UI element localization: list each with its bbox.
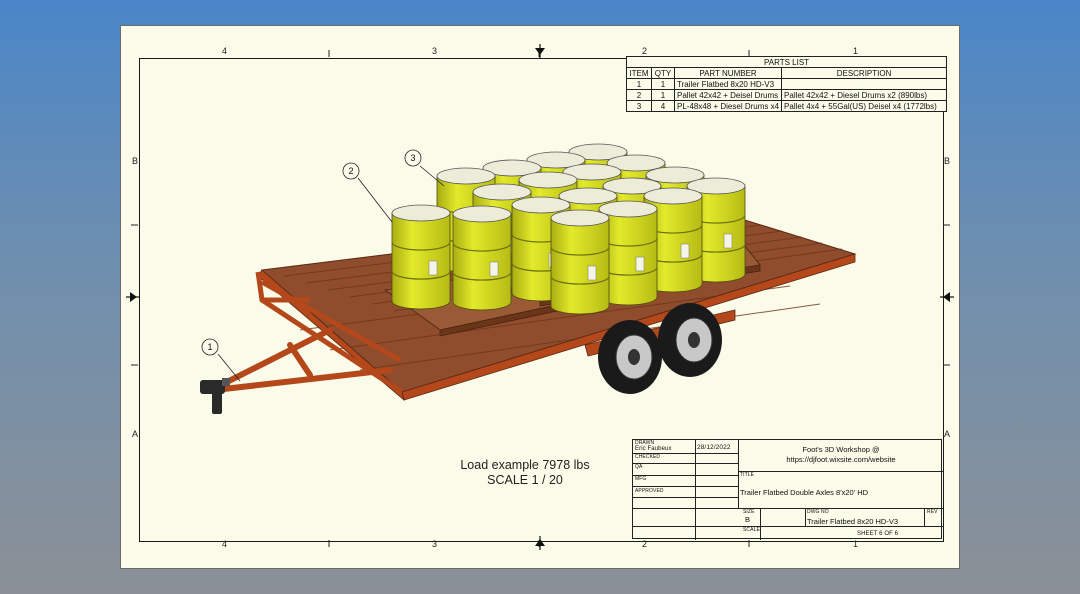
zone-label-right-a: A	[944, 429, 951, 439]
dwg-no-label: DWG NO	[807, 509, 829, 515]
company-website: https://djfoot.wixsite.com/website	[786, 455, 896, 464]
balloon-3: 3	[404, 149, 422, 167]
title-block: DRAWN Eric Faubeux 28/12/2022 CHECKED QA…	[632, 439, 943, 540]
zone-label-top-3: 3	[432, 46, 438, 56]
parts-cell: Pallet 42x42 + Diesel Drums x2 (890lbs)	[781, 89, 948, 101]
parts-cell	[781, 78, 948, 90]
sheet-number: SHEET 6 OF 6	[857, 531, 899, 537]
parts-cell: PL-48x48 + Diesel Drums x4	[673, 100, 783, 112]
approved-label: APPROVED	[635, 488, 664, 494]
load-note-scale: SCALE 1 / 20	[487, 473, 563, 487]
diesel-drums	[391, 143, 746, 315]
zone-label-left-b: B	[132, 156, 139, 166]
zone-label-bottom-2: 2	[642, 539, 648, 549]
trailer-wheels	[598, 303, 722, 394]
parts-cell: 1	[651, 89, 675, 101]
balloon-2-label: 2	[348, 166, 353, 176]
parts-cell: Trailer Flatbed 8x20 HD-V3	[673, 78, 783, 90]
title-label: TITLE	[740, 472, 755, 478]
drawn-by: Eric Faubeux	[635, 446, 672, 452]
balloon-1: 1	[201, 338, 219, 356]
parts-cell: 4	[651, 100, 675, 112]
parts-list-title: PARTS LIST	[625, 56, 948, 68]
centering-marks	[126, 44, 954, 550]
table-row: 3 4 PL-48x48 + Diesel Drums x4 Pallet 4x…	[626, 100, 948, 112]
zone-label-left-a: A	[132, 429, 139, 439]
drum	[643, 187, 703, 293]
zone-label-bottom-3: 3	[432, 539, 438, 549]
rev-label: REV	[927, 509, 938, 515]
trailer-front-rail	[255, 271, 404, 395]
parts-header-part-number: PART NUMBER	[673, 67, 783, 79]
parts-header-item: ITEM	[626, 67, 652, 79]
drum	[550, 209, 610, 315]
parts-cell: Pallet 42x42 + Deisel Drums	[673, 89, 783, 101]
drawn-date: 28/12/2022	[697, 444, 731, 451]
drum	[391, 204, 451, 310]
load-note: Load example 7978 lbs SCALE 1 / 20	[420, 458, 630, 488]
zone-label-top-1: 1	[853, 46, 859, 56]
balloon-3-label: 3	[410, 153, 415, 163]
zone-label-top-2: 2	[642, 46, 648, 56]
parts-header-description: DESCRIPTION	[781, 67, 948, 79]
table-row: 2 1 Pallet 42x42 + Deisel Drums Pallet 4…	[626, 89, 948, 101]
dwg-no: Trailer Flatbed 8x20 HD-V3	[807, 517, 899, 526]
parts-cell: Pallet 4x4 + 55Gal(US) Deisel x4 (1772lb…	[781, 100, 948, 112]
scale-label: SCALE	[743, 527, 760, 533]
balloon-1-label: 1	[207, 342, 212, 352]
hitch-coupler	[200, 378, 230, 414]
zone-label-top-4: 4	[222, 46, 228, 56]
drawing-title: Trailer Flatbed Double Axles 8'x20' HD	[740, 488, 869, 497]
balloon-callouts	[217, 165, 445, 382]
qa-label: QA	[635, 464, 643, 470]
load-note-weight: Load example 7978 lbs	[460, 458, 590, 472]
parts-cell: 3	[626, 100, 652, 112]
zone-label-bottom-1: 1	[853, 539, 859, 549]
trailer-tongue	[212, 327, 393, 393]
parts-list-table: PARTS LIST ITEM QTY PART NUMBER DESCRIPT…	[625, 56, 948, 112]
parts-header-qty: QTY	[651, 67, 675, 79]
parts-cell: 2	[626, 89, 652, 101]
table-row: 1 1 Trailer Flatbed 8x20 HD-V3	[626, 78, 948, 90]
drum	[452, 205, 512, 311]
sheet-size: B	[745, 515, 751, 524]
zone-label-right-b: B	[944, 156, 951, 166]
zone-label-bottom-4: 4	[222, 539, 228, 549]
drawn-label: DRAWN	[635, 440, 655, 446]
mfg-label: MFG	[635, 476, 647, 482]
parts-cell: 1	[626, 78, 652, 90]
drum	[598, 200, 658, 306]
parts-cell: 1	[651, 78, 675, 90]
balloon-2: 2	[342, 162, 360, 180]
size-label: SIZE	[743, 509, 755, 515]
company-name: Foot's 3D Workshop @	[802, 445, 880, 454]
checked-label: CHECKED	[635, 454, 661, 460]
